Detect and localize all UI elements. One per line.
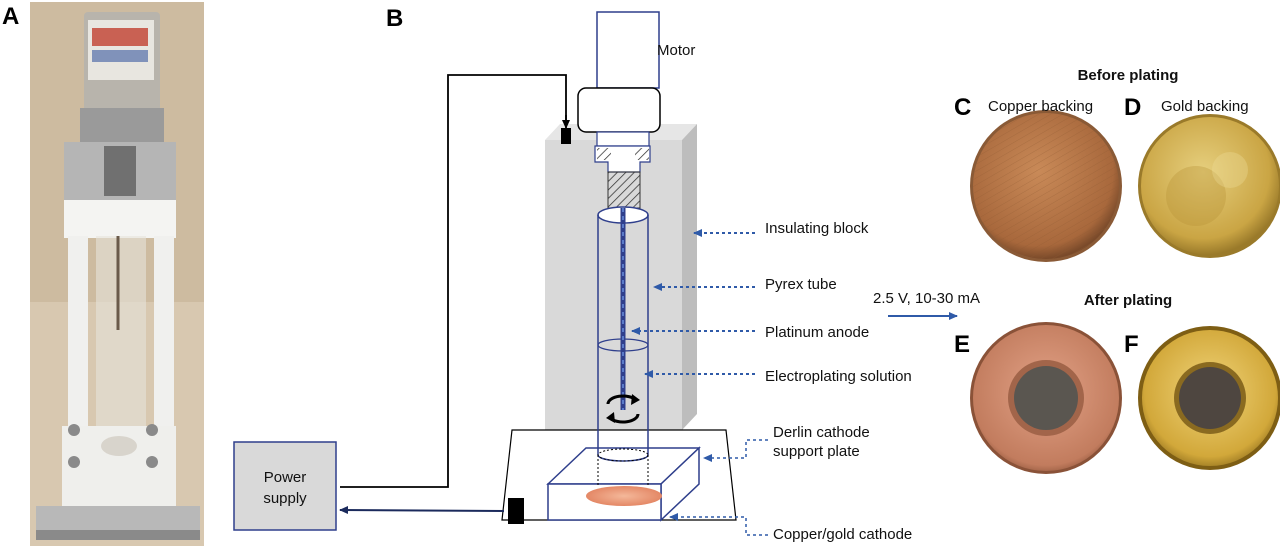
- label-pyrex-tube: Pyrex tube: [765, 276, 837, 293]
- panel-label-e: E: [954, 331, 970, 358]
- copper-gold-cathode: [586, 486, 662, 506]
- panel-label-b: B: [386, 5, 403, 32]
- panel-label-a: A: [2, 3, 19, 30]
- motor-coupler: [577, 87, 661, 133]
- label-motor: Motor: [657, 42, 695, 59]
- disc-copper-before: [970, 110, 1122, 262]
- bottom-electrode-connector: [508, 498, 524, 524]
- wire-top: [340, 74, 567, 488]
- pyrex-tube: [597, 206, 649, 486]
- power-supply: [233, 441, 337, 531]
- label-platinum-anode: Platinum anode: [765, 324, 869, 341]
- panel-label-d: D: [1124, 94, 1141, 121]
- label-derlin-line1: Derlin cathode: [773, 424, 870, 441]
- anode-holder: [607, 171, 641, 209]
- header-before-plating: Before plating: [1078, 67, 1179, 84]
- disc-gold-before: [1138, 114, 1280, 258]
- leader-cathode: [669, 513, 768, 536]
- hatch-left: [597, 148, 611, 160]
- disc-gold-after: [1138, 326, 1280, 470]
- leader-derlin: [703, 439, 768, 462]
- disc-copper-after: [970, 322, 1122, 474]
- panel-label-f: F: [1124, 331, 1139, 358]
- label-cathode: Copper/gold cathode: [773, 526, 912, 543]
- label-power-line1: Power: [264, 469, 307, 486]
- label-copper-backing: Copper backing: [988, 98, 1093, 115]
- panel-label-c: C: [954, 94, 971, 121]
- apparatus-photo: [30, 2, 204, 546]
- label-power-line2: supply: [263, 490, 307, 507]
- hatch-right: [635, 148, 649, 160]
- rotation-icon: [606, 394, 640, 424]
- header-after-plating: After plating: [1084, 292, 1172, 309]
- label-insulating-block: Insulating block: [765, 220, 869, 237]
- shaft-collar: [596, 131, 650, 147]
- label-electroplating-solution: Electroplating solution: [765, 368, 912, 385]
- label-gold-backing: Gold backing: [1161, 98, 1249, 115]
- label-derlin-line2: support plate: [773, 443, 860, 460]
- label-plating-conditions: 2.5 V, 10-30 mA: [873, 290, 980, 307]
- top-electrode-connector: [561, 128, 571, 144]
- wire-bottom: [339, 506, 505, 515]
- motor-body: [596, 11, 660, 89]
